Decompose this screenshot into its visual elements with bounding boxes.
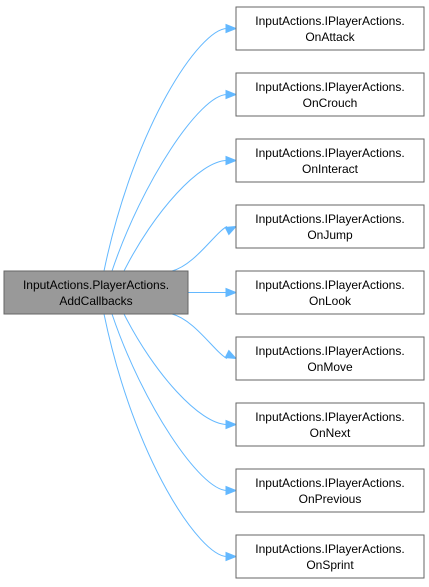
source-node-box: [3, 270, 189, 315]
target-node-box-on-sprint: [235, 534, 425, 579]
target-node-box-on-move: [235, 336, 425, 381]
arrowhead-on-previous: [225, 485, 238, 496]
target-node-on-look[interactable]: InputActions.IPlayerActions. OnLook: [235, 270, 425, 315]
edge-to-on-jump: [171, 226, 228, 272]
target-node-label-line2: OnMove: [307, 360, 353, 374]
edge-to-on-sprint: [103, 313, 228, 557]
target-node-label-line1: InputActions.IPlayerActions.: [255, 344, 404, 358]
arrowhead-on-interact: [225, 155, 238, 166]
target-node-label-line2: OnPrevious: [299, 492, 362, 506]
target-node-label-line1: InputActions.IPlayerActions.: [255, 212, 404, 226]
source-node-label-line1: InputActions.PlayerActions.: [23, 278, 169, 292]
target-node-box-on-previous: [235, 468, 425, 513]
target-node-label-line2: OnNext: [310, 426, 351, 440]
target-node-box-on-look: [235, 270, 425, 315]
target-node-on-crouch[interactable]: InputActions.IPlayerActions. OnCrouch: [235, 72, 425, 117]
arrowhead-on-look: [225, 287, 238, 298]
arrowhead-on-jump: [224, 225, 238, 236]
arrowhead-on-move: [224, 349, 238, 360]
target-node-on-jump[interactable]: InputActions.IPlayerActions. OnJump: [235, 204, 425, 249]
target-node-label-line2: OnSprint: [306, 558, 354, 572]
edge-to-on-next: [123, 313, 228, 425]
target-node-on-next[interactable]: InputActions.IPlayerActions. OnNext: [235, 402, 425, 447]
edge-to-on-interact: [123, 160, 228, 272]
target-node-label-line1: InputActions.IPlayerActions.: [255, 410, 404, 424]
edge-to-on-crouch: [111, 94, 228, 272]
target-node-box-on-attack: [235, 6, 425, 51]
target-node-box-on-jump: [235, 204, 425, 249]
target-node-label-line2: OnInteract: [302, 162, 359, 176]
target-node-label-line1: InputActions.IPlayerActions.: [255, 476, 404, 490]
source-node-label-line2: AddCallbacks: [59, 294, 132, 308]
target-node-label-line2: OnLook: [309, 294, 352, 308]
arrowhead-on-next: [225, 419, 238, 430]
edge-to-on-previous: [111, 313, 228, 491]
target-node-on-sprint[interactable]: InputActions.IPlayerActions. OnSprint: [235, 534, 425, 579]
target-node-on-interact[interactable]: InputActions.IPlayerActions. OnInteract: [235, 138, 425, 183]
arrowhead-on-crouch: [225, 89, 238, 100]
target-node-label-line2: OnCrouch: [303, 96, 358, 110]
source-node[interactable]: InputActions.PlayerActions. AddCallbacks: [3, 270, 189, 315]
arrowhead-on-attack: [225, 23, 238, 34]
target-node-label-line1: InputActions.IPlayerActions.: [255, 146, 404, 160]
target-node-box-on-next: [235, 402, 425, 447]
target-node-label-line1: InputActions.IPlayerActions.: [255, 278, 404, 292]
target-node-label-line1: InputActions.IPlayerActions.: [255, 542, 404, 556]
target-node-on-attack[interactable]: InputActions.IPlayerActions. OnAttack: [235, 6, 425, 51]
target-node-label-line2: OnAttack: [305, 30, 355, 44]
target-node-label-line1: InputActions.IPlayerActions.: [255, 14, 404, 28]
edges: [103, 23, 238, 562]
target-node-box-on-crouch: [235, 72, 425, 117]
target-node-label-line2: OnJump: [307, 228, 353, 242]
target-node-label-line1: InputActions.IPlayerActions.: [255, 80, 404, 94]
target-node-box-on-interact: [235, 138, 425, 183]
target-node-on-previous[interactable]: InputActions.IPlayerActions. OnPrevious: [235, 468, 425, 513]
arrowhead-on-sprint: [225, 551, 238, 562]
edge-to-on-attack: [103, 28, 228, 272]
target-nodes: InputActions.IPlayerActions.OnAttackInpu…: [235, 6, 425, 579]
edge-to-on-move: [171, 313, 228, 359]
target-node-on-move[interactable]: InputActions.IPlayerActions. OnMove: [235, 336, 425, 381]
